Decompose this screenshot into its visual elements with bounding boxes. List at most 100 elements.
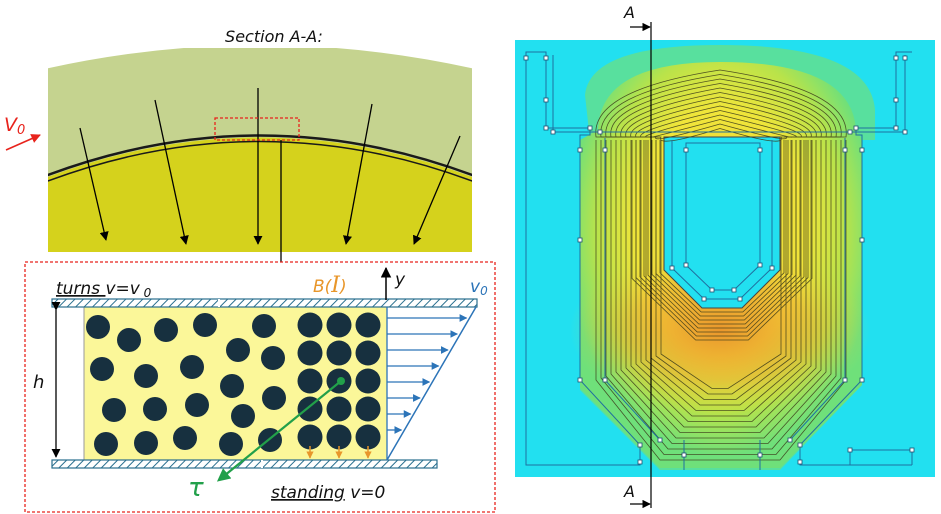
- section-title: Section A-A:: [225, 27, 323, 46]
- inner-core: [48, 137, 472, 252]
- particle: [90, 357, 114, 381]
- field-arrows: [306, 446, 372, 459]
- mesh-node: [543, 97, 549, 103]
- moving-plate: [51, 298, 478, 308]
- zoom-box: [214, 117, 300, 141]
- mesh-node: [797, 459, 803, 465]
- section-arc-view: [48, 48, 472, 252]
- mesh-node: [842, 377, 848, 383]
- mesh-node: [602, 147, 608, 153]
- particle: [326, 424, 352, 450]
- mesh-node: [842, 147, 848, 153]
- mesh-node: [797, 442, 803, 448]
- inner-slot: [663, 136, 781, 309]
- particle: [117, 328, 141, 352]
- particle: [297, 396, 323, 422]
- field-label: B(I): [313, 273, 347, 298]
- radial-arrow: [343, 103, 373, 245]
- mesh-node: [577, 377, 583, 383]
- particle: [134, 364, 158, 388]
- standing-label: standing v=0: [271, 483, 385, 503]
- mesh-node: [787, 437, 793, 443]
- mesh-node: [757, 452, 763, 458]
- mesh-node: [543, 55, 549, 61]
- mesh-node: [893, 125, 899, 131]
- mesh-node: [859, 377, 865, 383]
- mesh-node: [681, 452, 687, 458]
- mesh-node: [637, 442, 643, 448]
- particle: [180, 355, 204, 379]
- mesh-node: [523, 55, 529, 61]
- particle: [220, 374, 244, 398]
- mesh-node: [637, 459, 643, 465]
- mesh-node: [893, 55, 899, 61]
- particle: [297, 340, 323, 366]
- particle: [102, 398, 126, 422]
- particle: [143, 397, 167, 421]
- particle: [86, 315, 110, 339]
- velocity-profile: [386, 306, 477, 461]
- field-map: A A: [515, 3, 935, 509]
- particle: [219, 432, 243, 456]
- particle: [326, 396, 352, 422]
- radial-arrow: [79, 127, 109, 241]
- mesh-node: [669, 265, 675, 271]
- mesh-node: [587, 125, 593, 131]
- mesh-node: [597, 129, 603, 135]
- mesh-node: [683, 147, 689, 153]
- mesh-node: [859, 237, 865, 243]
- particle: [355, 312, 381, 338]
- radial-arrow: [413, 135, 461, 245]
- v0-arrow: [5, 134, 41, 151]
- mesh-node: [683, 262, 689, 268]
- particle: [173, 426, 197, 450]
- particle: [226, 338, 250, 362]
- turns-label: turns v=v 0: [56, 279, 152, 300]
- particle: [252, 314, 276, 338]
- mesh-node: [737, 296, 743, 302]
- particle: [262, 386, 286, 410]
- h-label: h: [33, 372, 44, 393]
- mesh-node: [577, 147, 583, 153]
- mesh-node: [859, 147, 865, 153]
- mesh-node: [847, 447, 853, 453]
- mesh-node: [757, 262, 763, 268]
- mesh-node: [543, 125, 549, 131]
- mesh-node: [902, 129, 908, 135]
- mesh-node: [657, 437, 663, 443]
- mesh-nodes: [523, 55, 915, 465]
- mesh-node: [577, 237, 583, 243]
- stationary-plate: [51, 459, 438, 469]
- detail-inset: y h turns v=v 0 B(I) v0 τ standing v=0: [24, 261, 496, 513]
- mesh-node: [757, 147, 763, 153]
- mesh-node: [909, 447, 915, 453]
- mesh-node: [709, 287, 715, 293]
- particle: [355, 368, 381, 394]
- particle: [355, 340, 381, 366]
- particle: [297, 368, 323, 394]
- mesh-node: [893, 97, 899, 103]
- particle: [326, 312, 352, 338]
- particle: [326, 340, 352, 366]
- mesh-node: [853, 125, 859, 131]
- mesh-node: [602, 377, 608, 383]
- tau-arrow: [216, 380, 342, 482]
- y-label: y: [394, 270, 406, 290]
- particle: [355, 396, 381, 422]
- tau-label: τ: [188, 473, 204, 503]
- section-marker-bottom: A: [623, 482, 635, 501]
- mesh-node: [731, 287, 737, 293]
- mesh-node: [769, 265, 775, 271]
- particle: [261, 346, 285, 370]
- particle: [355, 424, 381, 450]
- v0-right-label: v0: [470, 277, 488, 298]
- section-marker-top: A: [623, 3, 635, 22]
- particle: [134, 431, 158, 455]
- contour-lines: [595, 69, 847, 461]
- mesh-node: [847, 129, 853, 135]
- particle: [154, 318, 178, 342]
- particle: [297, 424, 323, 450]
- mesh-node: [902, 55, 908, 61]
- radial-arrow: [154, 99, 189, 245]
